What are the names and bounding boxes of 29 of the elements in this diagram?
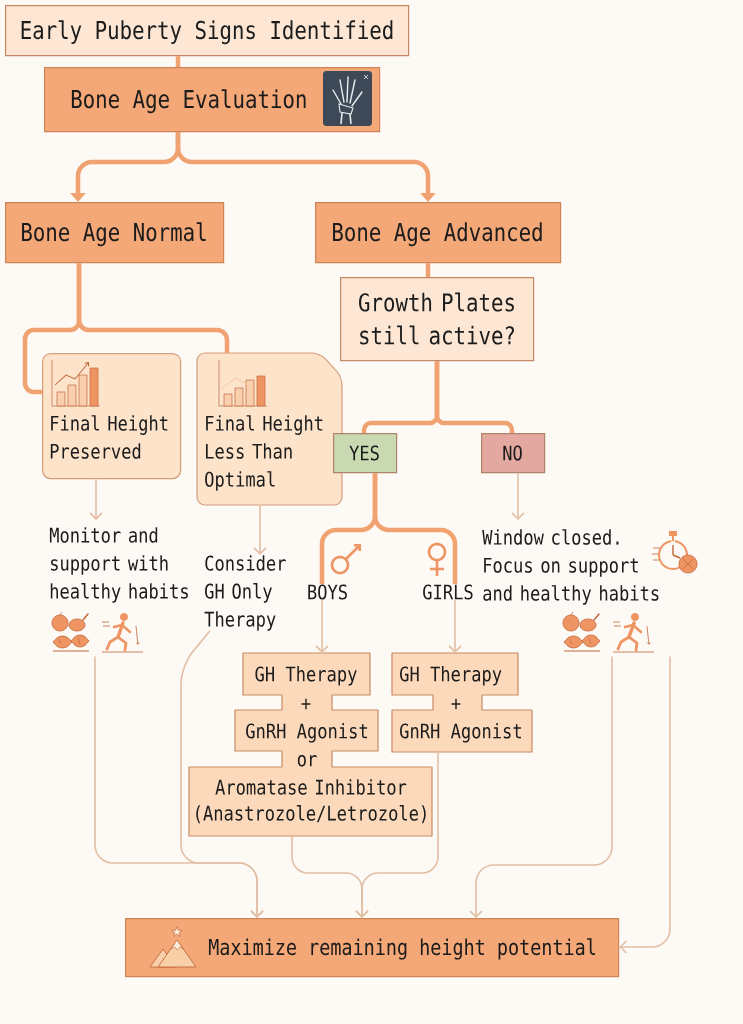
connector-line (372, 473, 458, 585)
connector-line (425, 263, 431, 277)
arrow (175, 132, 436, 202)
goal-box: Maximize remaining height potential (125, 918, 620, 978)
start-box: Early Puberty Signs Identified (5, 5, 410, 57)
connector-line (434, 361, 515, 433)
arrow (180, 630, 264, 918)
outcome-card: Final Height Preserved (42, 353, 182, 480)
answer-tag: NO (481, 433, 546, 474)
arrow (619, 655, 671, 954)
arrow (253, 504, 267, 555)
answer-tag: YES (333, 433, 398, 474)
arrow (448, 599, 462, 653)
connector-line (175, 56, 181, 67)
note-text: Window closed. Focus on support and healthy habits (482, 529, 659, 605)
outcome-card: Final Height Less Than Optimal (196, 352, 343, 506)
note-text: Monitor and support with healthy habits (49, 527, 188, 603)
arrow (315, 599, 329, 653)
arrow (89, 478, 103, 520)
result-box: Bone Age Advanced (315, 202, 562, 264)
group-label: BOYS (308, 584, 347, 600)
decision-box: Growth Plates still active? (340, 277, 535, 362)
result-box: Bone Age Normal (5, 202, 225, 264)
arrow (355, 751, 439, 918)
group-label: GIRLS (423, 584, 473, 600)
arrow (511, 472, 525, 520)
therapy-box: GH Therapy + GnRH Agonist (391, 652, 533, 753)
note-text: Consider GH Only Therapy (204, 555, 286, 631)
arrow (469, 655, 613, 918)
